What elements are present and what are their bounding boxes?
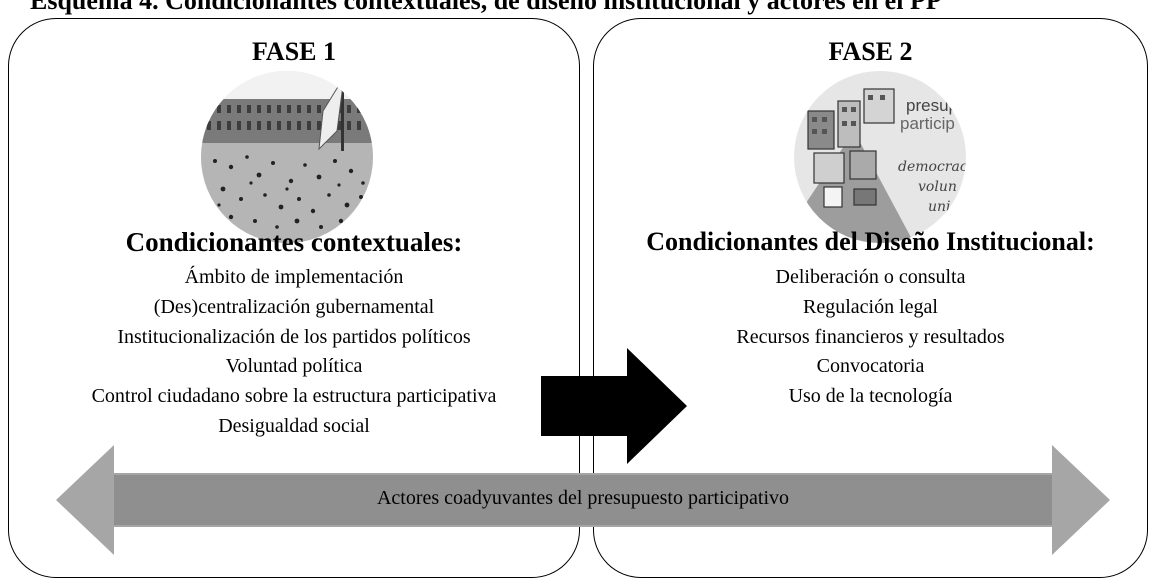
image-text: uni — [928, 199, 951, 215]
diagram-title: Esquema 4. Condicionantes contextuales, … — [30, 0, 942, 15]
phase-1-label: FASE 1 — [251, 37, 337, 66]
image-text: volun — [918, 179, 957, 195]
phase-1-item: Control ciudadano sobre la estructura pa… — [91, 385, 497, 408]
image-text: democracia — [898, 159, 966, 175]
actors-double-arrow-icon — [56, 445, 1110, 555]
phase-2-label: FASE 2 — [828, 37, 913, 66]
phase-1-item: Voluntad política — [225, 355, 363, 378]
image-text: presup — [906, 96, 958, 115]
phase-2-list: Deliberación o consulta Regulación legal… — [594, 263, 1147, 412]
actors-label: Actores coadyuvantes del presupuesto par… — [376, 487, 790, 509]
phase-2-heading: Condicionantes del Diseño Institucional: — [646, 227, 1095, 256]
phase-2-item: Recursos financieros y resultados — [736, 325, 1005, 348]
phase-transition-arrow-icon — [541, 348, 687, 464]
zocalo-illustration — [201, 71, 373, 243]
phase-1-heading: Condicionantes contextuales: — [125, 227, 463, 257]
phase-1-item: Desigualdad social — [218, 414, 370, 437]
image-text: particip — [900, 114, 955, 133]
phase-1-item: Institucionalización de los partidos pol… — [117, 325, 471, 348]
phase-2-item: Convocatoria — [816, 355, 925, 378]
city-blocks-illustration: presup particip democracia volun uni — [794, 71, 966, 243]
phase-1-list: Ámbito de implementación (Des)centraliza… — [9, 263, 579, 442]
participatory-budget-illustration: presup particip democracia volun uni — [794, 71, 966, 243]
phase-2-item: Regulación legal — [803, 295, 938, 318]
phase-1-item: Ámbito de implementación — [184, 266, 404, 288]
phase-2-item: Deliberación o consulta — [775, 266, 966, 288]
phase-2-item: Uso de la tecnología — [788, 385, 953, 408]
phase-1-item: (Des)centralización gubernamental — [153, 295, 435, 318]
zocalo-photo — [201, 71, 373, 243]
